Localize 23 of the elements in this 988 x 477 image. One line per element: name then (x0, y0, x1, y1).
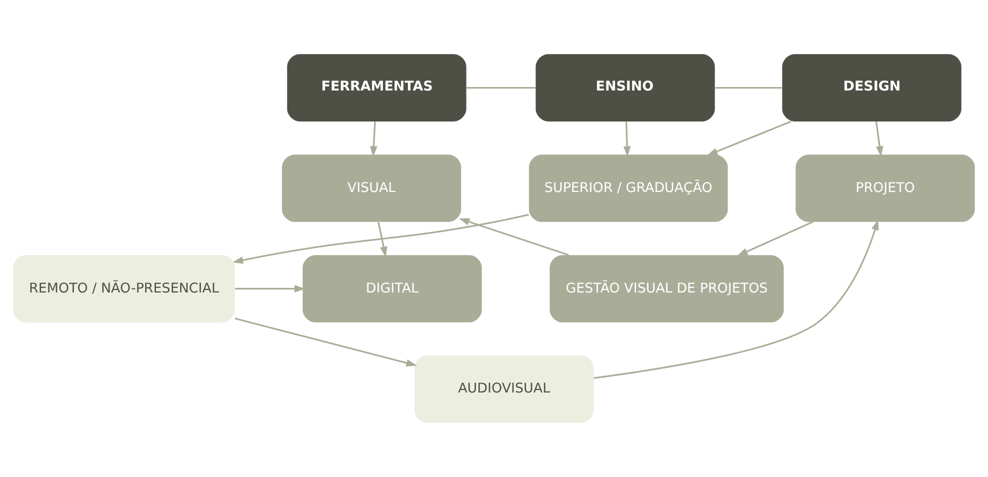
arrow (232, 214, 529, 264)
node-box: PROJETO (796, 154, 975, 222)
node-box: AUDIOVISUAL (414, 356, 594, 423)
node-box: VISUAL (282, 154, 462, 222)
node-box: REMOTO / NÃO-PRESENCIAL (13, 255, 235, 322)
arrow (623, 122, 631, 157)
arrow (378, 222, 388, 258)
arrow (875, 121, 884, 157)
arrow (234, 318, 417, 366)
connector (466, 86, 536, 89)
arrow (458, 218, 569, 256)
node-box: FERRAMENTAS (287, 54, 466, 122)
arrow (370, 122, 378, 157)
node-box: GESTÃO VISUAL DE PROJETOS (550, 255, 784, 322)
connector (715, 86, 782, 89)
node-box: SUPERIOR / GRADUAÇÃO (528, 154, 728, 222)
node-box: DIGITAL (302, 255, 482, 322)
arrow (737, 221, 814, 256)
arrow (706, 120, 792, 156)
node-box: ENSINO (536, 54, 715, 122)
arrow (235, 285, 306, 292)
arrow (594, 220, 879, 379)
node-box: DESIGN (782, 54, 962, 122)
